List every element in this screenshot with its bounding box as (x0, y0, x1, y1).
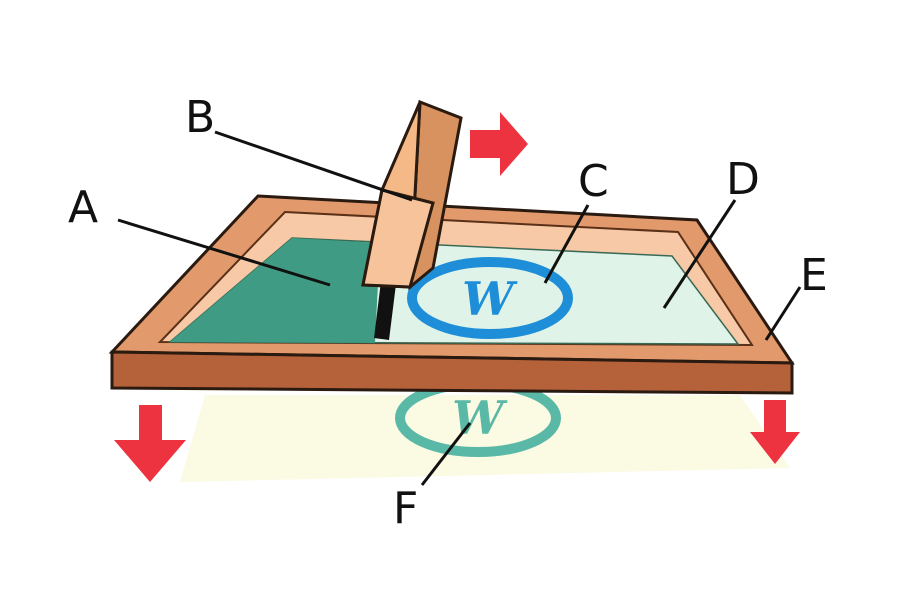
leader-line-e (764, 286, 802, 341)
stencil-logo-ring (407, 257, 573, 339)
label-e: E (800, 250, 828, 301)
stencil-logo: W (407, 257, 573, 339)
label-a: A (68, 182, 98, 233)
arrow-down-icon (114, 405, 186, 482)
screen-frame (108, 194, 795, 395)
substrate-sheet (180, 395, 790, 482)
arrow-right-icon (470, 112, 528, 176)
frame-front-face (110, 350, 794, 395)
leader-line-c (543, 204, 590, 284)
leader-line-a (117, 218, 331, 287)
label-f: F (393, 483, 418, 534)
leader-line-b (214, 130, 413, 202)
label-b: B (185, 92, 215, 143)
arrow-down-icon (750, 400, 800, 464)
leader-lines (117, 130, 802, 486)
squeegee-face (361, 188, 435, 289)
leader-line-d (662, 199, 737, 309)
ink-area (170, 238, 380, 343)
label-d: D (726, 154, 760, 205)
label-c: C (578, 156, 609, 207)
squeegee (361, 99, 463, 340)
leader-line-f (420, 422, 472, 486)
stencil-logo-letter: W (462, 272, 518, 326)
